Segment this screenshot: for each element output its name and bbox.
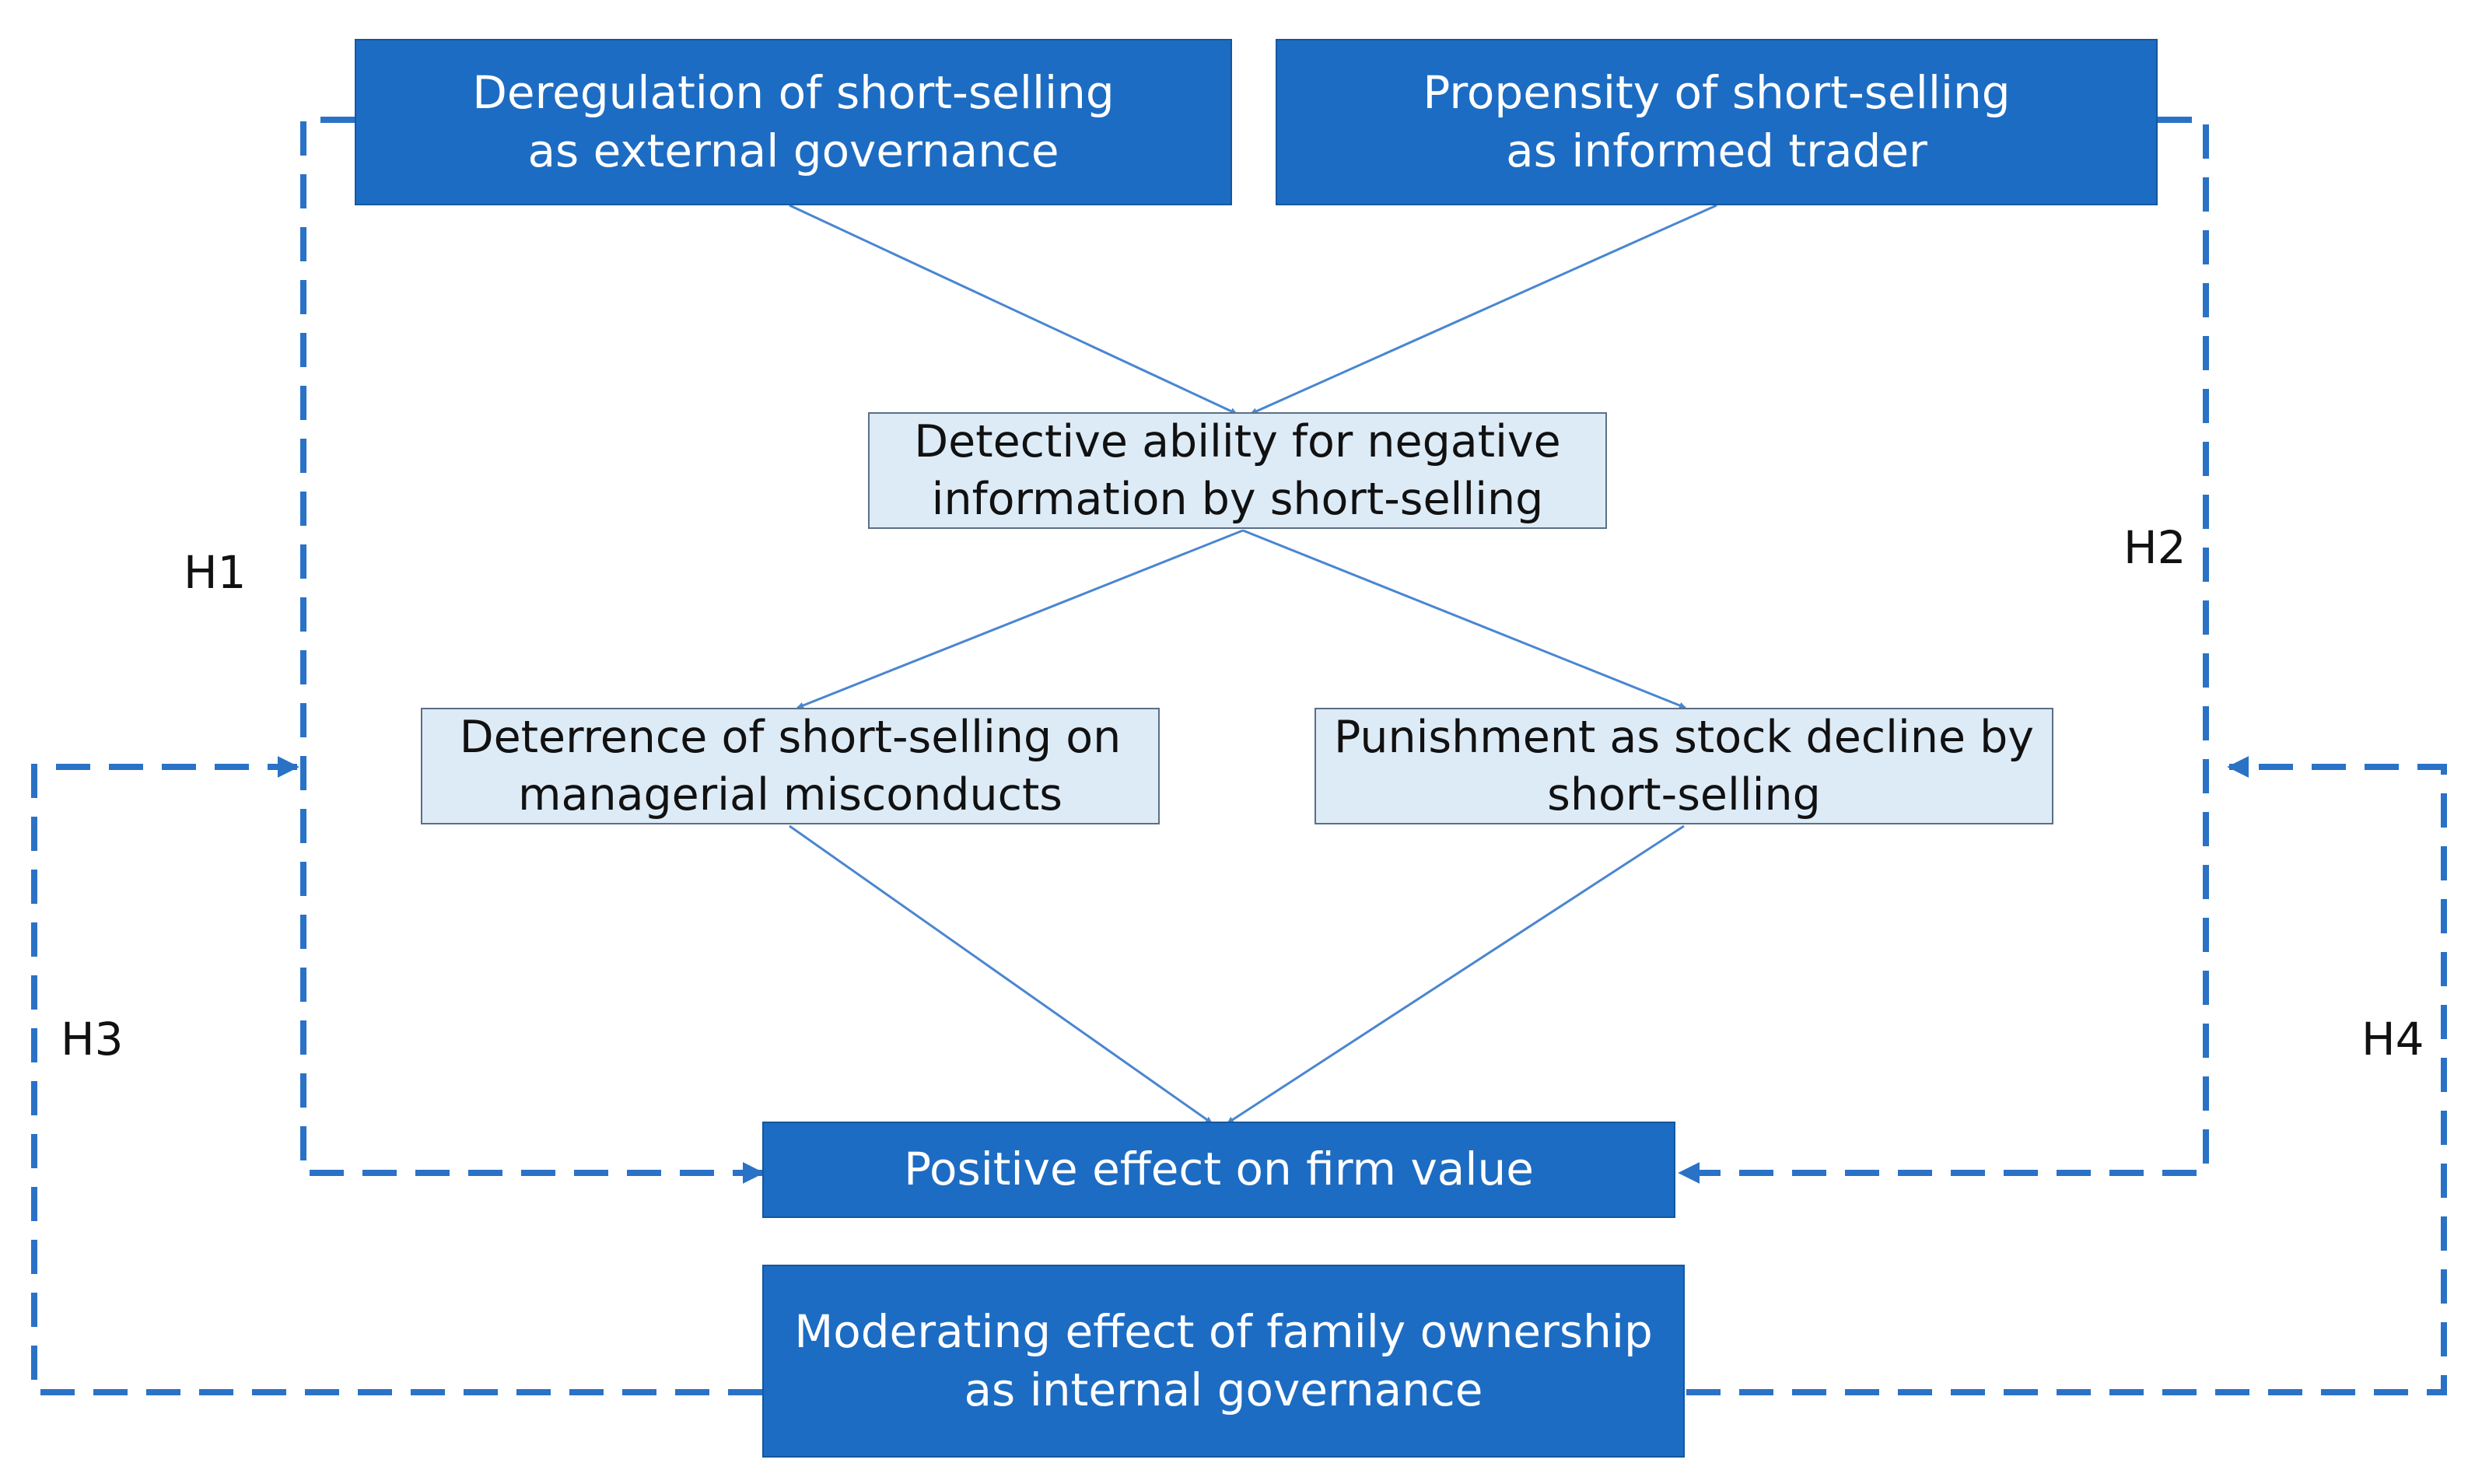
- h2-label: H2: [2123, 521, 2186, 574]
- h1-label: H1: [184, 546, 247, 599]
- h3-label: H3: [61, 1013, 124, 1066]
- arrow-detective-to-deterrence: [796, 529, 1244, 709]
- deregulation-box: Deregulation of short-selling as externa…: [355, 39, 1232, 205]
- detective-text-line2: information by short-selling: [931, 474, 1544, 525]
- arrow-punishment-to-positive: [1227, 824, 1685, 1125]
- positive-effect-box: Positive effect on firm value: [762, 1122, 1675, 1218]
- h2-dashed-path: [1678, 117, 2209, 1184]
- deterrence-text-line1: Deterrence of short-selling on: [459, 711, 1122, 763]
- detective-ability-box: Detective ability for negative informati…: [868, 412, 1607, 529]
- deregulation-text-line1: Deregulation of short-selling: [472, 65, 1115, 119]
- propensity-text-line2: as informed trader: [1506, 124, 1927, 177]
- arrow-deterrence-to-positive: [789, 824, 1213, 1125]
- h4-label: H4: [2361, 1013, 2424, 1066]
- punishment-text-line1: Punishment as stock decline by: [1333, 711, 2035, 763]
- deterrence-text-line2: managerial misconducts: [517, 769, 1062, 821]
- deregulation-text-line2: as external governance: [527, 124, 1059, 177]
- detective-text-line1: Detective ability for negative: [914, 415, 1561, 467]
- arrow-deregulation-to-detective: [789, 204, 1238, 415]
- arrow-propensity-to-detective: [1250, 204, 1717, 415]
- punishment-text-line2: short-selling: [1547, 769, 1821, 821]
- arrow-detective-to-punishment: [1242, 529, 1686, 709]
- moderating-effect-box: Moderating effect of family ownership as…: [762, 1265, 1685, 1458]
- h3-dashed-path: [31, 756, 762, 1395]
- punishment-box: Punishment as stock decline by short-sel…: [1315, 708, 2053, 824]
- moderating-text-line2: as internal governance: [964, 1363, 1483, 1416]
- propensity-text-line1: Propensity of short-selling: [1423, 65, 2011, 119]
- deterrence-box: Deterrence of short-selling on manageria…: [421, 708, 1160, 824]
- moderating-text-line1: Moderating effect of family ownership: [794, 1304, 1653, 1358]
- h1-dashed-path: [300, 117, 765, 1184]
- propensity-box: Propensity of short-selling as informed …: [1276, 39, 2158, 205]
- positive-text: Positive effect on firm value: [904, 1143, 1534, 1196]
- h4-dashed-path: [1686, 756, 2447, 1395]
